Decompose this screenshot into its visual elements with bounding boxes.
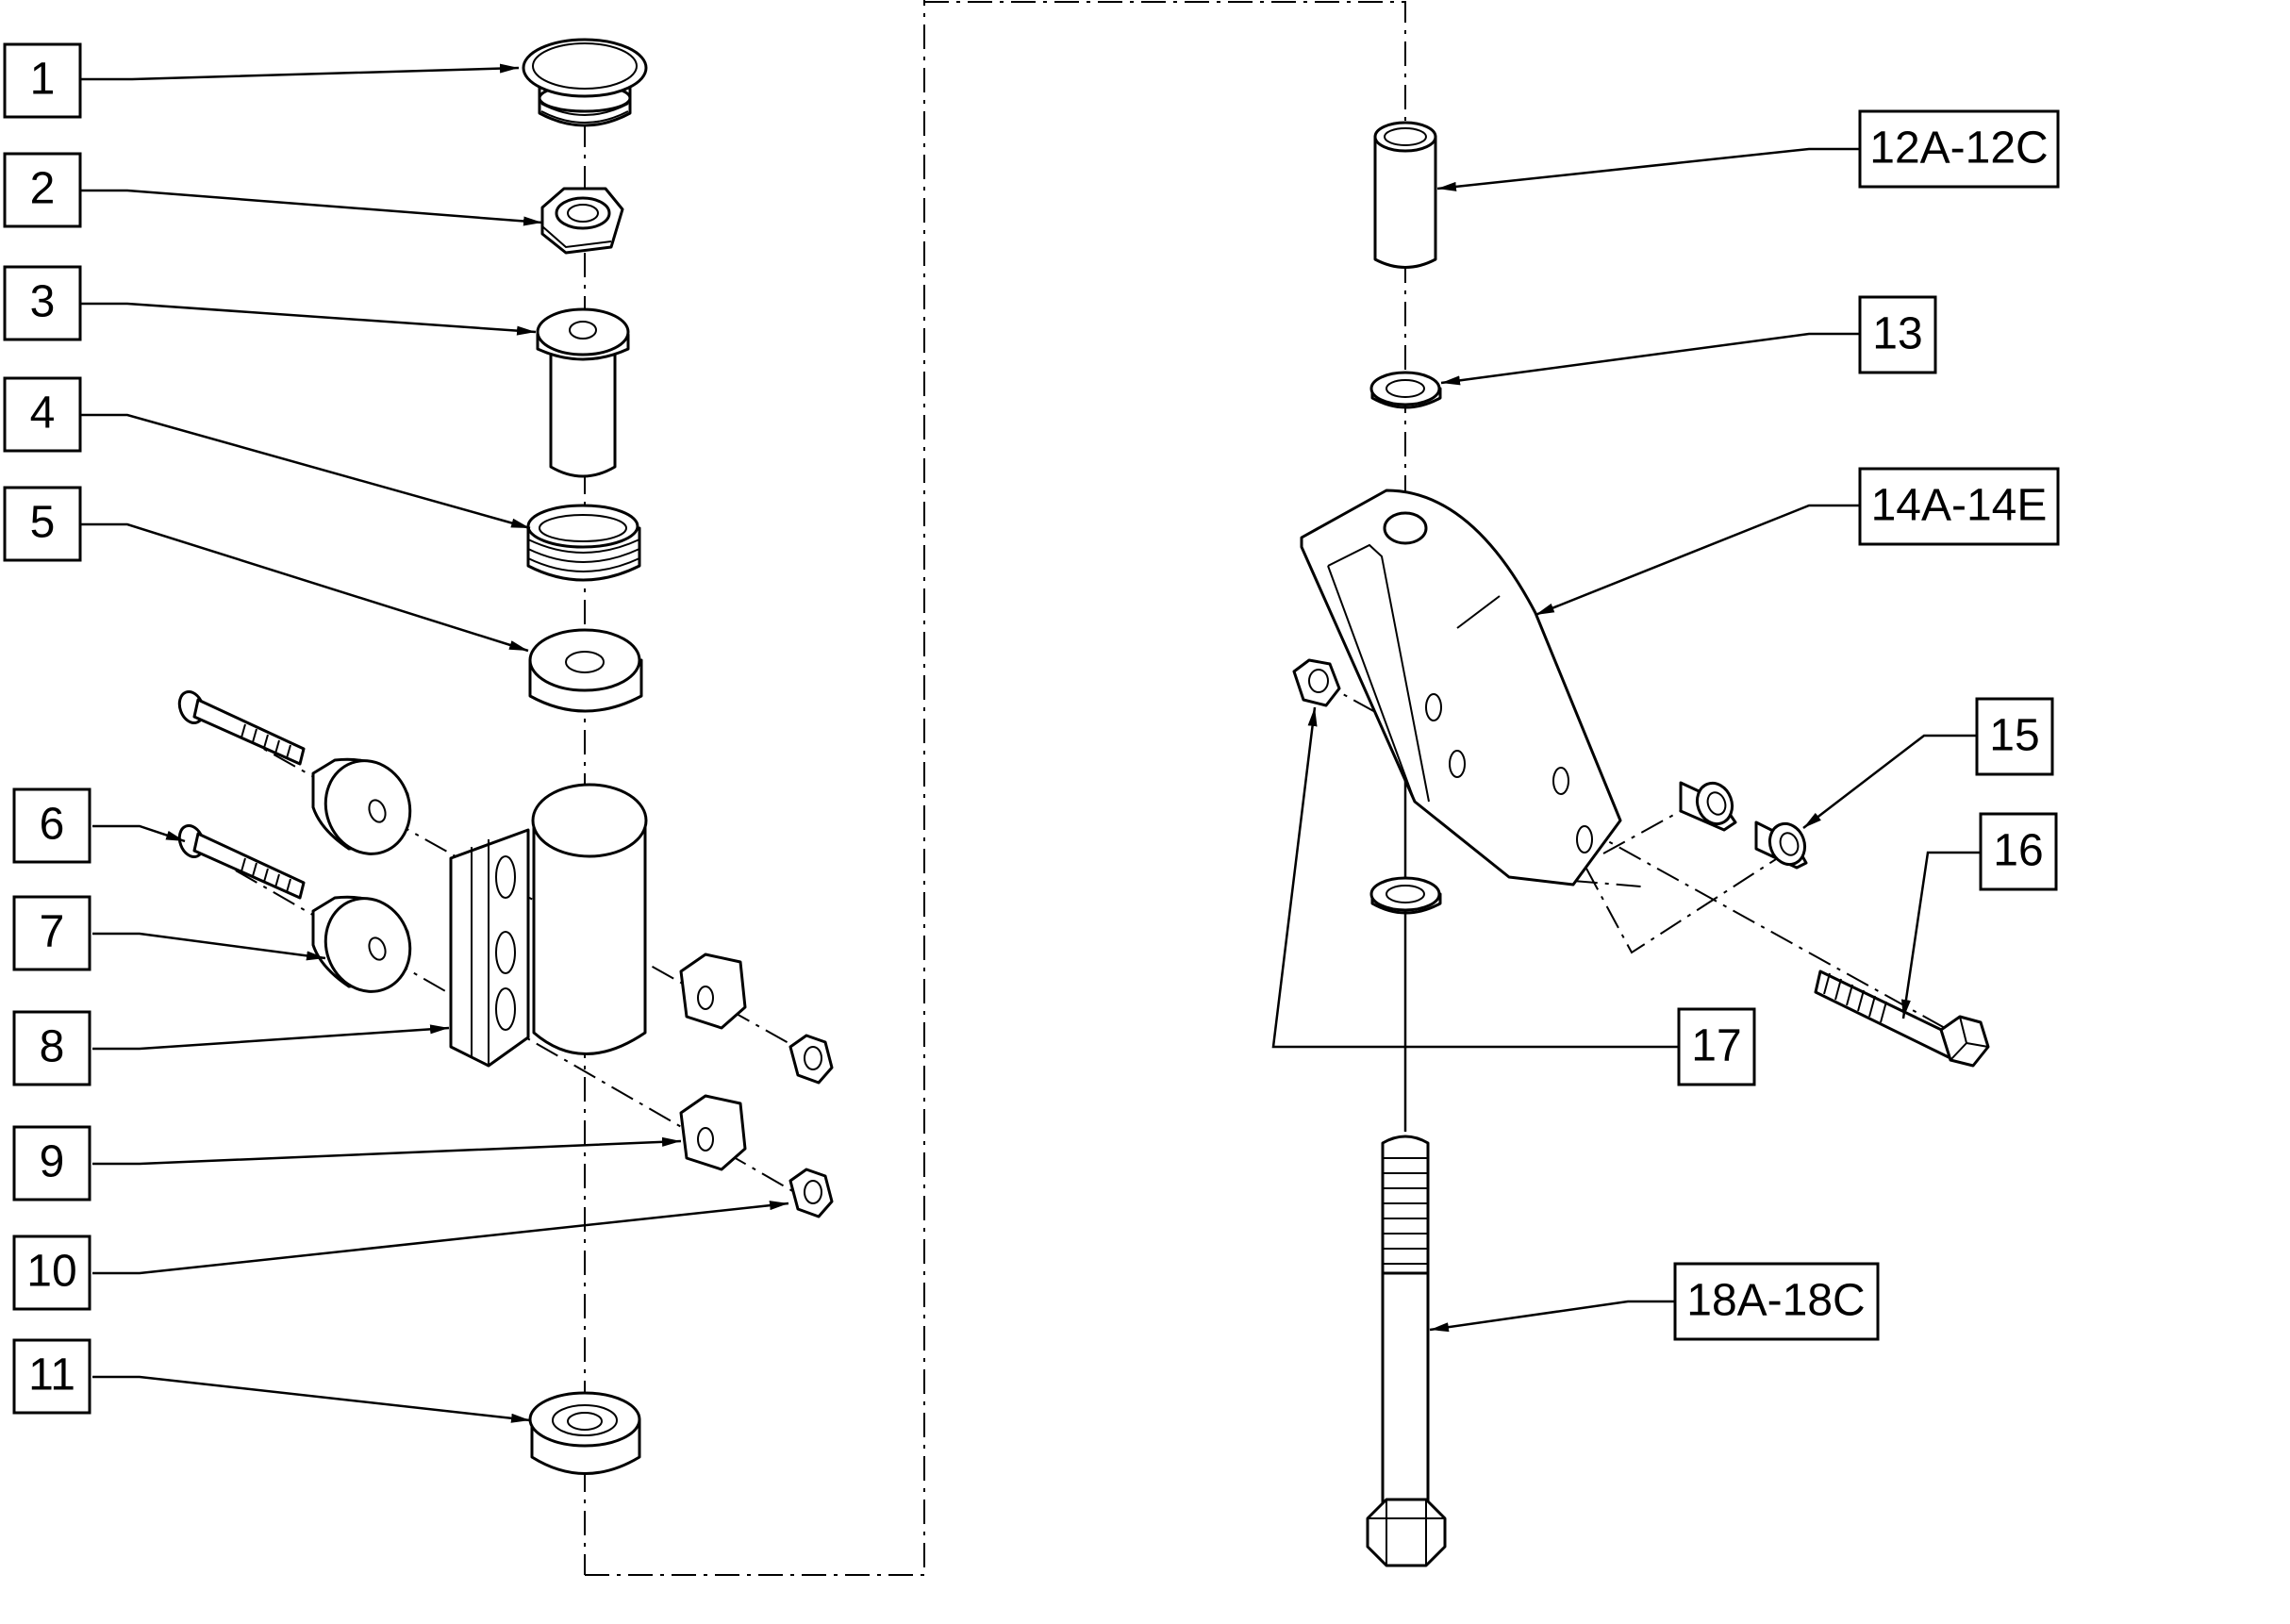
- leader-lines: [79, 63, 1981, 1423]
- callout-12-label: 12A-12C: [1869, 124, 2048, 174]
- callout-16-label: 16: [1993, 826, 2043, 876]
- screw-part-upper: [177, 690, 306, 766]
- callout-11-label: 11: [28, 1351, 75, 1400]
- bumper-part-upper: [311, 757, 412, 855]
- square-nut-part-upper: [679, 953, 747, 1030]
- spacer-part-inner: [1679, 781, 1737, 832]
- callout-12A-12C: 12A-12C: [1858, 109, 2060, 189]
- callout-18A-18C: 18A-18C: [1673, 1262, 1880, 1341]
- callout-1-label: 1: [30, 55, 56, 105]
- spacer-part-outer: [1754, 820, 1808, 870]
- bumper-part-lower: [311, 895, 412, 993]
- callout-3-label: 3: [30, 277, 56, 327]
- flanged-bushing-part: [536, 307, 630, 478]
- callout-4: 4: [3, 376, 82, 453]
- callout-7: 7: [12, 895, 91, 971]
- bracket-nut-part: [1292, 658, 1341, 707]
- sleeve-part: [1373, 121, 1437, 269]
- screw-part-lower: [177, 824, 306, 900]
- axle-bolt-part: [1366, 1135, 1447, 1567]
- hex-bolt-part: [1814, 969, 1990, 1068]
- callout-10-label: 10: [26, 1247, 76, 1297]
- callout-15: 15: [1975, 697, 2054, 776]
- callout-9: 9: [12, 1125, 91, 1201]
- callout-17-label: 17: [1691, 1021, 1741, 1071]
- callout-7-label: 7: [40, 907, 65, 957]
- callout-16: 16: [1979, 812, 2058, 891]
- callout-15-label: 15: [1989, 711, 2039, 761]
- callout-13-label: 13: [1872, 309, 1922, 359]
- hex-nut-part: [540, 187, 624, 255]
- cap-plug-part: [522, 38, 648, 127]
- callout-17: 17: [1677, 1007, 1756, 1086]
- callout-14-label: 14A-14E: [1871, 481, 2048, 531]
- lock-nut-part-lower: [788, 1168, 834, 1218]
- callout-6: 6: [12, 787, 91, 864]
- callout-5: 5: [3, 486, 82, 562]
- callout-8: 8: [12, 1010, 91, 1086]
- callout-18-label: 18A-18C: [1686, 1276, 1865, 1326]
- caster-housing-part: [449, 783, 648, 1068]
- spring-washer-part: [526, 504, 641, 582]
- callout-3: 3: [3, 265, 82, 341]
- spacer-part: [528, 628, 643, 713]
- lock-nut-part-upper: [788, 1034, 834, 1085]
- washer-part-lower: [1369, 876, 1442, 915]
- callout-11: 11: [12, 1338, 91, 1415]
- callout-14A-14E: 14A-14E: [1858, 467, 2060, 546]
- square-nut-part-lower: [679, 1094, 747, 1171]
- callout-6-label: 6: [40, 800, 65, 850]
- callout-2: 2: [3, 152, 82, 228]
- callout-5-label: 5: [30, 498, 56, 548]
- callout-9-label: 9: [40, 1137, 65, 1187]
- callout-10: 10: [12, 1235, 91, 1311]
- callout-1: 1: [3, 42, 82, 119]
- callout-13: 13: [1858, 295, 1937, 374]
- fork-bracket-part: [1300, 489, 1622, 887]
- callout-2-label: 2: [30, 164, 56, 214]
- callout-4-label: 4: [30, 389, 56, 439]
- callout-8-label: 8: [40, 1022, 65, 1072]
- washer-part-upper: [1369, 371, 1442, 409]
- bearing-part: [528, 1391, 641, 1475]
